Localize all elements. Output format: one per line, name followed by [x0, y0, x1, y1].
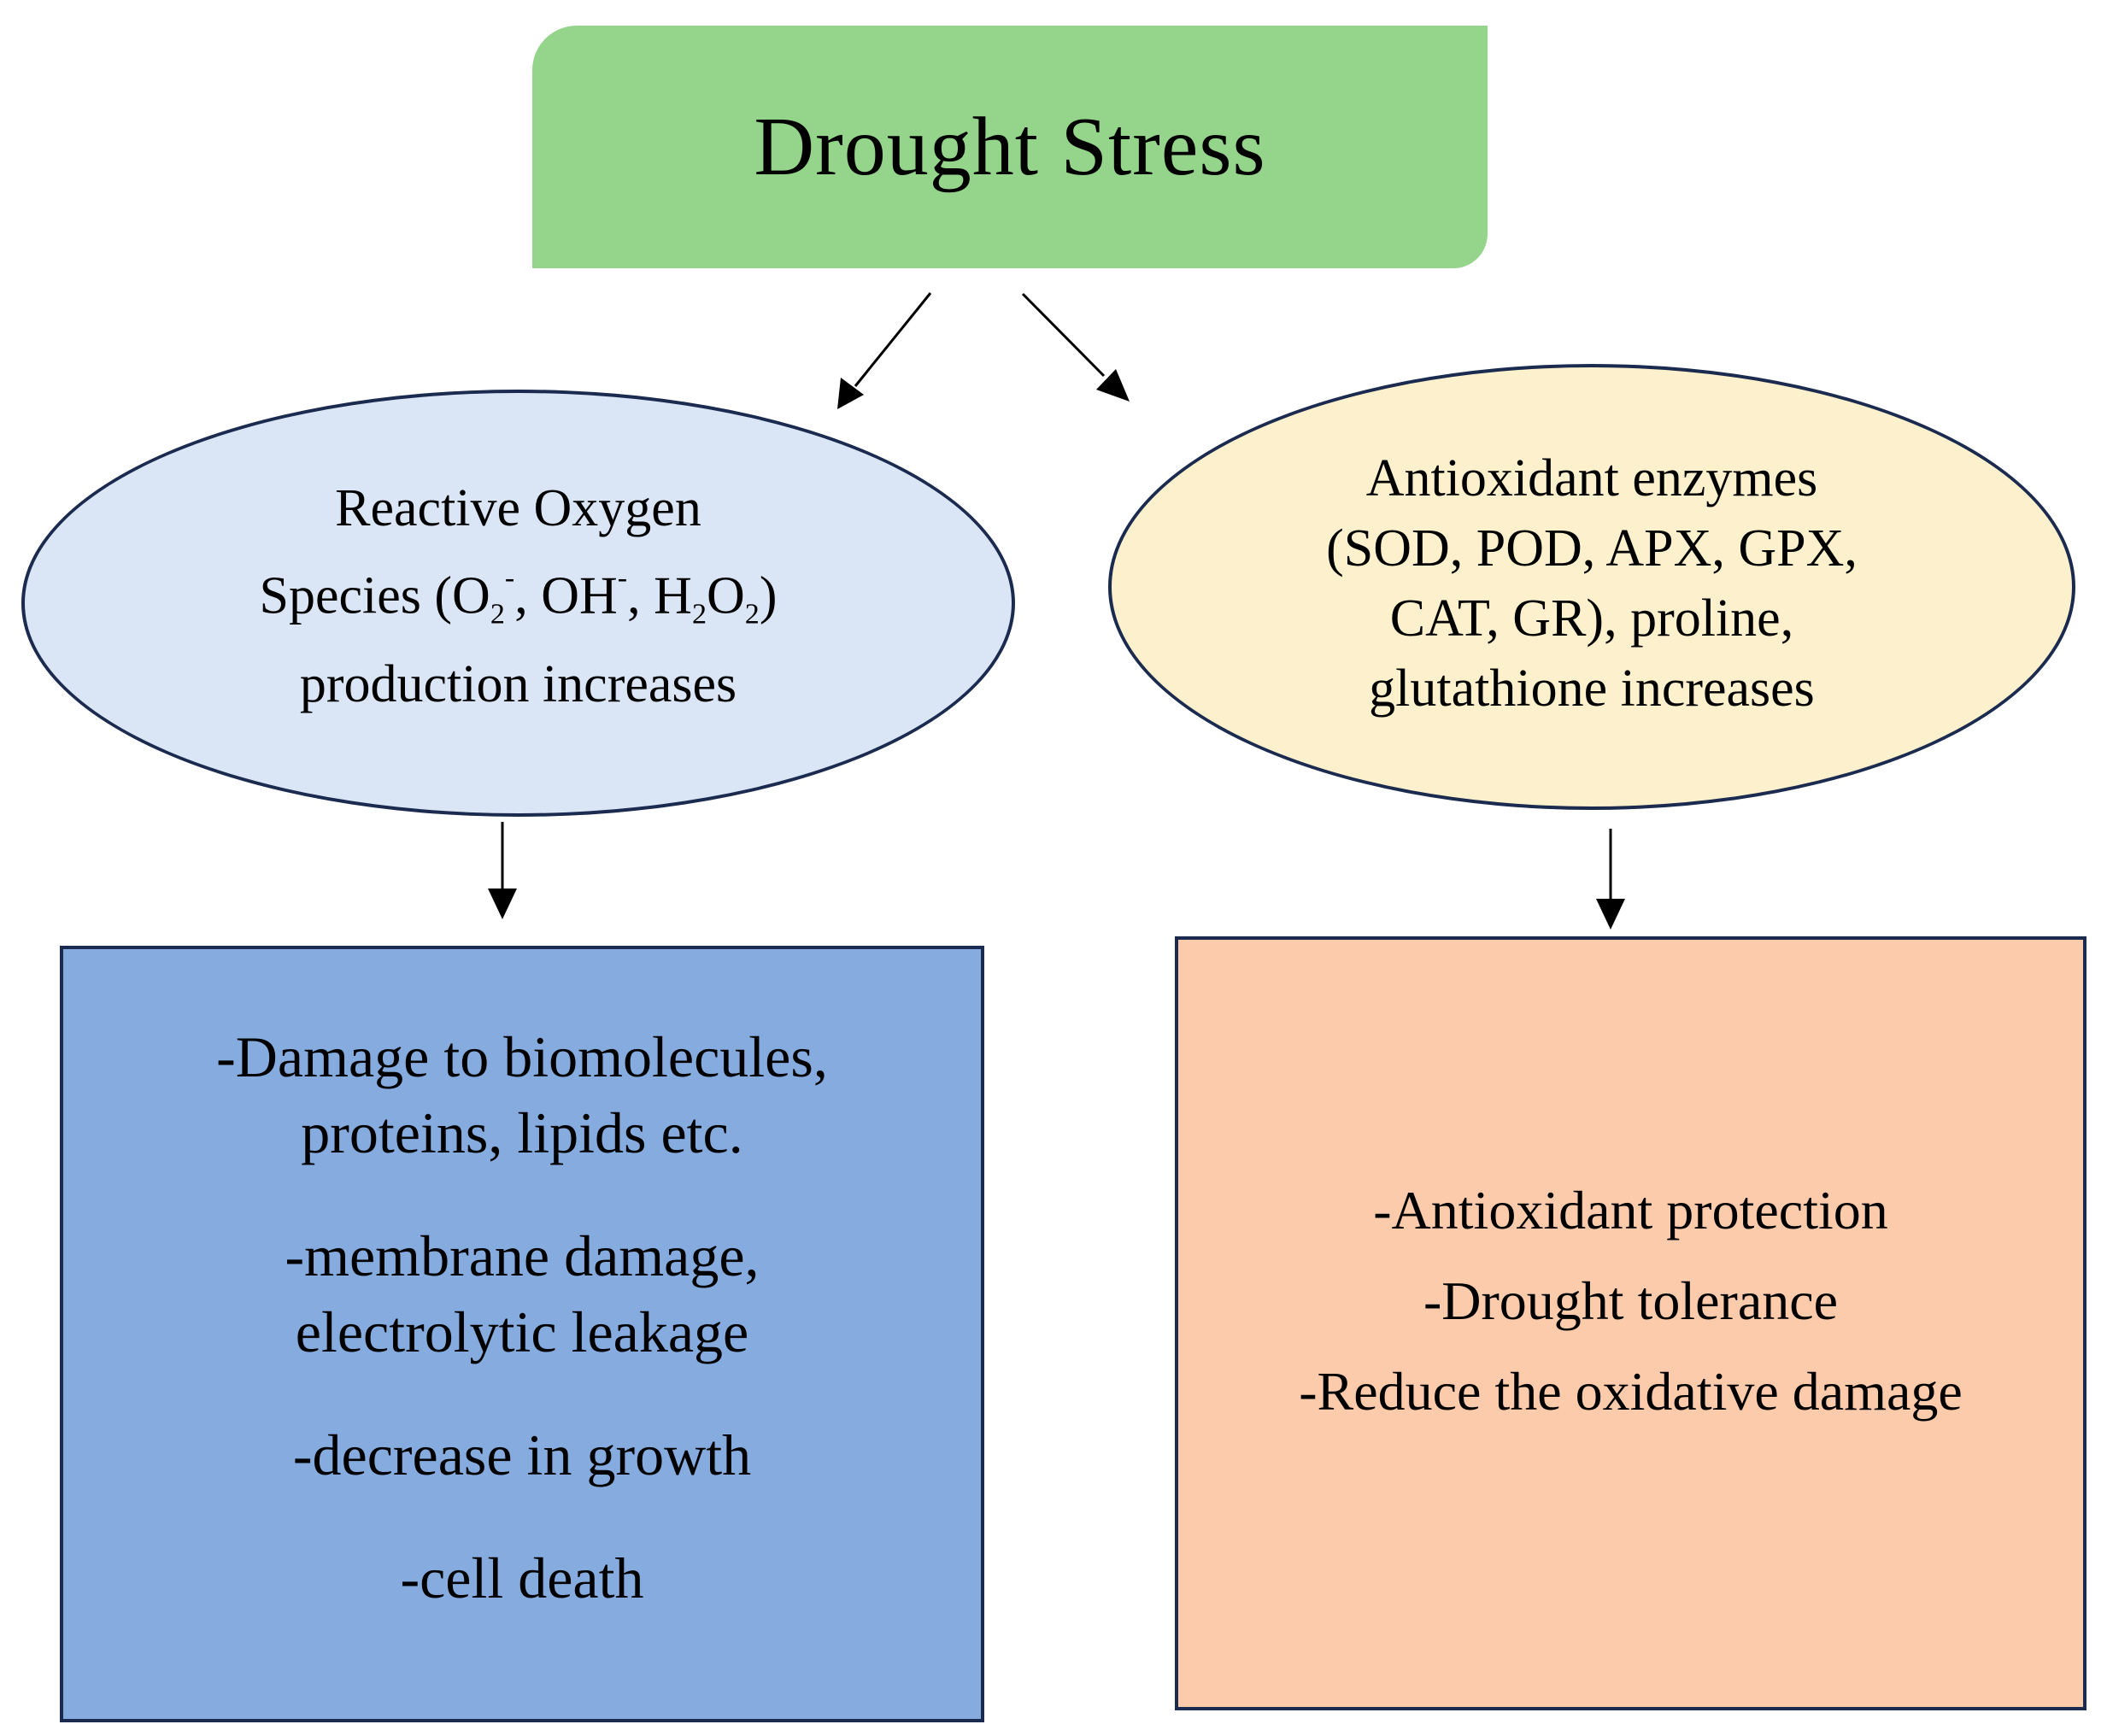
arrow-to-protection: [1596, 829, 1625, 930]
damage-item: -decrease in growth: [292, 1422, 752, 1487]
damage-item: -Damage to biomolecules, proteins, lipid…: [216, 1024, 828, 1165]
damage-effects-box: -Damage to biomolecules, proteins, lipid…: [60, 946, 984, 1722]
drought-stress-node: Drought Stress: [532, 26, 1488, 268]
drought-stress-title: Drought Stress: [754, 101, 1266, 193]
ros-line-3: production increases: [299, 655, 737, 714]
arrow-to-antioxidants: [1021, 292, 1130, 402]
ros-line-1: Reactive Oxygen: [335, 478, 701, 537]
arrow-to-damage: [488, 822, 517, 919]
antioxidant-line: (SOD, POD, APX, GPX,: [1326, 519, 1858, 578]
protection-effects-box: -Antioxidant protection -Drought toleran…: [1175, 936, 2086, 1710]
antioxidant-line: glutathione increases: [1369, 660, 1815, 718]
antioxidant-line: CAT, GR), proline,: [1389, 589, 1794, 648]
protection-item: -Antioxidant protection: [1373, 1180, 1888, 1240]
protection-item: -Reduce the oxidative damage: [1299, 1361, 1963, 1422]
antioxidant-node: Antioxidant enzymes (SOD, POD, APX, GPX,…: [1108, 364, 2075, 810]
arrow-to-ros: [837, 292, 932, 409]
ros-line-2: Species (O2-, OH-, H2O2): [259, 561, 778, 630]
damage-item: -cell death: [400, 1545, 644, 1610]
ros-node: Reactive Oxygen Species (O2-, OH-, H2O2)…: [21, 390, 1015, 817]
protection-item: -Drought tolerance: [1423, 1270, 1839, 1331]
damage-item: -membrane damage, electrolytic leakage: [285, 1223, 760, 1364]
antioxidant-line: Antioxidant enzymes: [1365, 449, 1818, 507]
